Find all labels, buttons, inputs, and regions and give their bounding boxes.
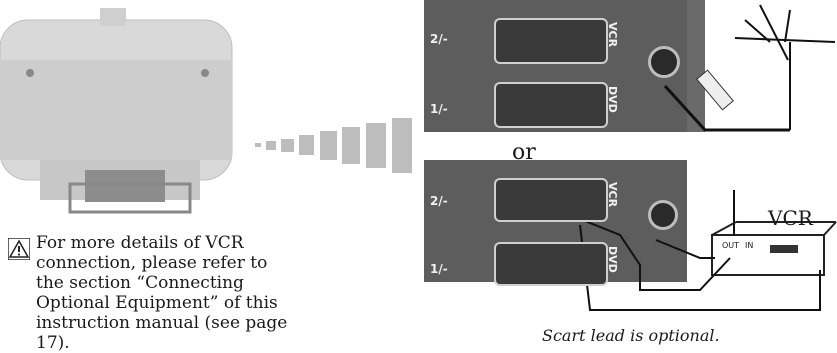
- vcr-in-label: IN: [745, 241, 754, 250]
- or-separator: or: [512, 140, 536, 165]
- scart-2-socket: [494, 18, 608, 64]
- vcr-device-illustration: [711, 221, 837, 276]
- scart-1-name-bottom: DVD: [606, 246, 619, 273]
- scart-2-name-bottom: VCR: [606, 182, 619, 208]
- scart-2-socket-bottom: [494, 178, 608, 222]
- vcr-out-label: OUT: [722, 241, 740, 250]
- scart-1-label: 1/-: [430, 102, 448, 116]
- scart-1-name: DVD: [606, 86, 619, 113]
- vcr-connection-note: For more details of VCR connection, plea…: [36, 233, 288, 353]
- scart-1-socket-bottom: [494, 242, 608, 286]
- tv-rear-illustration: [0, 8, 233, 214]
- zoom-indicator: [255, 118, 412, 173]
- antenna-jack-icon-bottom: [648, 200, 678, 230]
- scart-2-label-bottom: 2/-: [430, 194, 448, 208]
- warning-triangle-icon: [8, 238, 30, 260]
- scart-optional-caption: Scart lead is optional.: [542, 326, 720, 345]
- antenna-illustration: [663, 4, 836, 132]
- vcr-label: VCR: [768, 206, 813, 230]
- scart-2-label-text: 2/-: [430, 32, 448, 46]
- antenna-jack-icon: [648, 46, 680, 78]
- scart-1-label-bottom: 1/-: [430, 262, 448, 276]
- scart-2-label: 2/-: [430, 28, 448, 47]
- scart-2-name: VCR: [606, 22, 619, 48]
- scart-1-socket: [494, 82, 608, 128]
